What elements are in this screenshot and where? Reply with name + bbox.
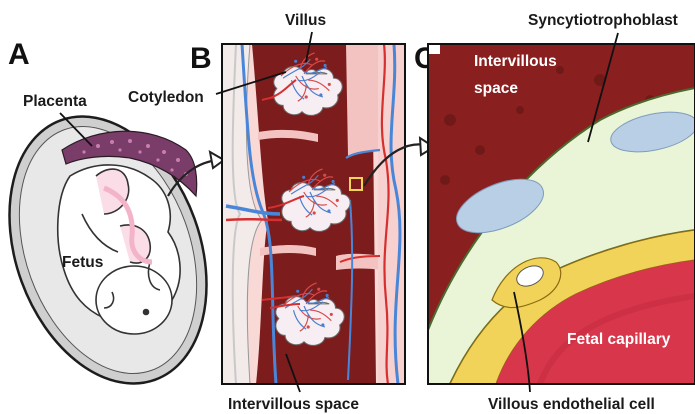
panel-b-letter: B — [190, 42, 212, 75]
panel-a: A Placenta Fetus — [0, 38, 242, 411]
intervillous-space-label-c-line1: Intervillous — [474, 53, 557, 70]
intervillous-space-label-c-line2: space — [474, 80, 518, 97]
cotyledon-label: Cotyledon — [128, 89, 204, 106]
villus-label: Villus — [285, 12, 326, 29]
panel-a-letter: A — [8, 38, 30, 71]
septum-upper — [346, 44, 382, 156]
fetal-capillary-label: Fetal capillary — [567, 331, 671, 348]
panel-c: C Intervillous sp — [414, 12, 695, 413]
placenta-label: Placenta — [23, 93, 87, 110]
endothelial-cell-label: Villous endothelial cell — [488, 396, 655, 413]
syncytiotrophoblast-label: Syncytiotrophoblast — [528, 12, 678, 29]
intervillous-space-label-b: Intervillous space — [228, 396, 359, 413]
fetus-label: Fetus — [62, 254, 103, 271]
intervillous-label-box — [428, 44, 440, 54]
